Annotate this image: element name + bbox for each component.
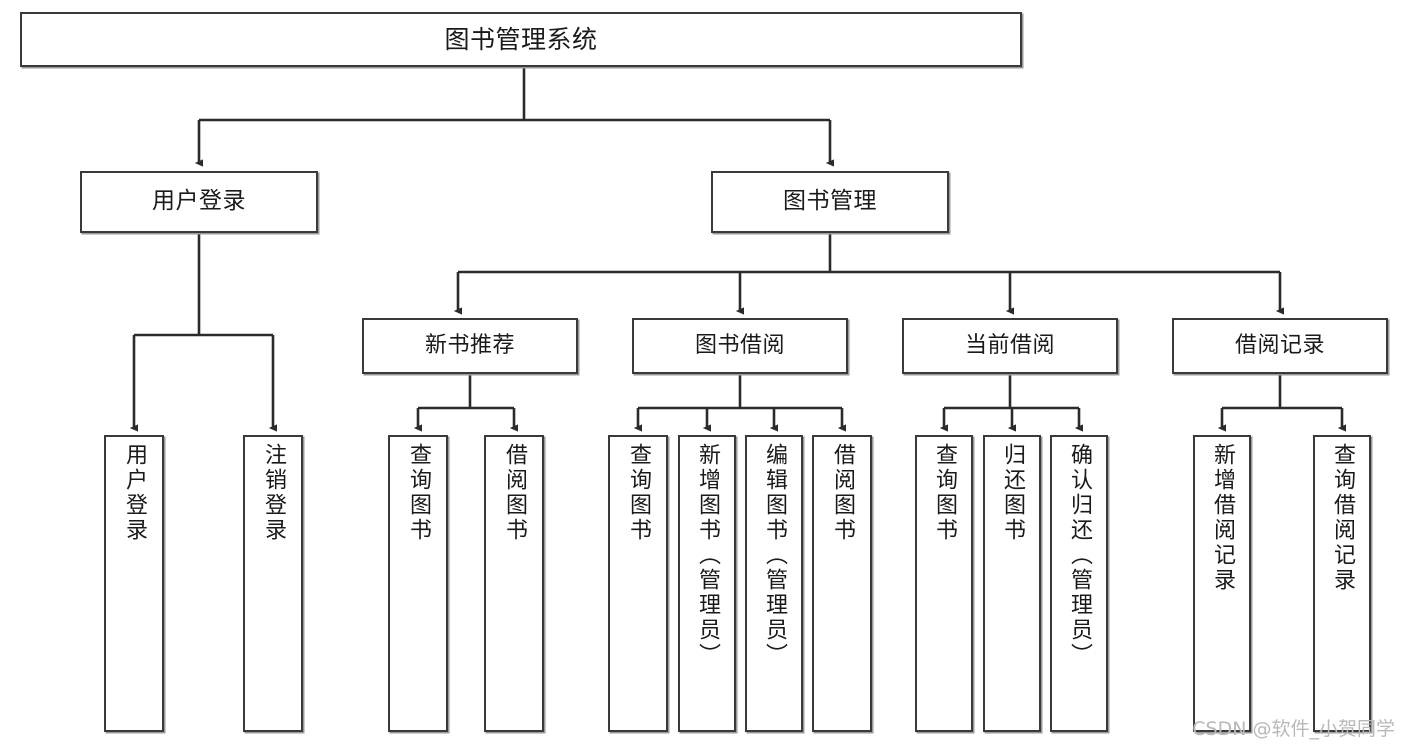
node-book-manage-label: 图书管理 (783, 188, 877, 215)
node-leaf-query-book-1-label: 查询图书 (406, 443, 431, 543)
node-leaf-query-book-3[interactable]: 查询图书 (915, 435, 973, 732)
node-borrow-record-label: 借阅记录 (1234, 333, 1325, 359)
node-leaf-query-book-3-label: 查询图书 (932, 443, 957, 543)
node-leaf-query-borrow-record-label: 查询借阅记录 (1330, 443, 1355, 593)
node-root-label: 图书管理系统 (444, 24, 598, 54)
node-leaf-borrow-book-1[interactable]: 借阅图书 (484, 435, 544, 732)
node-leaf-user-login[interactable]: 用户登录 (104, 435, 164, 732)
node-leaf-confirm-return-admin[interactable]: 确认归还（管理员） (1050, 435, 1108, 732)
node-leaf-user-logout[interactable]: 注销登录 (243, 435, 303, 732)
watermark: CSDN @软件_小贺同学 (1192, 718, 1395, 740)
node-leaf-edit-book-admin-label: 编辑图书（管理员） (762, 443, 787, 668)
node-leaf-add-borrow-record-label: 新增借阅记录 (1210, 443, 1235, 593)
node-borrow-record[interactable]: 借阅记录 (1172, 318, 1388, 374)
node-leaf-user-login-label: 用户登录 (122, 443, 147, 543)
node-current-borrow-label: 当前借阅 (964, 333, 1055, 359)
node-leaf-borrow-book-2[interactable]: 借阅图书 (812, 435, 872, 732)
node-book-borrow[interactable]: 图书借阅 (632, 318, 848, 374)
node-new-book-recommend-label: 新书推荐 (424, 333, 515, 359)
node-leaf-add-book-admin[interactable]: 新增图书（管理员） (678, 435, 736, 732)
node-leaf-return-book-label: 归还图书 (1000, 443, 1025, 543)
node-user-login[interactable]: 用户登录 (80, 171, 318, 233)
node-leaf-user-logout-label: 注销登录 (261, 443, 286, 543)
node-leaf-add-borrow-record[interactable]: 新增借阅记录 (1193, 435, 1251, 732)
node-leaf-edit-book-admin[interactable]: 编辑图书（管理员） (745, 435, 803, 732)
node-leaf-add-book-admin-label: 新增图书（管理员） (695, 443, 720, 668)
node-leaf-query-book-2[interactable]: 查询图书 (608, 435, 668, 732)
node-leaf-query-book-1[interactable]: 查询图书 (388, 435, 448, 732)
node-root[interactable]: 图书管理系统 (20, 12, 1022, 67)
node-leaf-return-book[interactable]: 归还图书 (983, 435, 1041, 732)
node-new-book-recommend[interactable]: 新书推荐 (362, 318, 578, 374)
node-leaf-query-book-2-label: 查询图书 (626, 443, 651, 543)
node-leaf-confirm-return-admin-label: 确认归还（管理员） (1067, 443, 1092, 668)
node-book-borrow-label: 图书借阅 (694, 333, 785, 359)
node-leaf-query-borrow-record[interactable]: 查询借阅记录 (1313, 435, 1371, 732)
node-book-manage[interactable]: 图书管理 (711, 171, 949, 233)
node-leaf-borrow-book-2-label: 借阅图书 (830, 443, 855, 543)
node-current-borrow[interactable]: 当前借阅 (902, 318, 1118, 374)
node-leaf-borrow-book-1-label: 借阅图书 (502, 443, 527, 543)
node-user-login-label: 用户登录 (152, 188, 246, 215)
